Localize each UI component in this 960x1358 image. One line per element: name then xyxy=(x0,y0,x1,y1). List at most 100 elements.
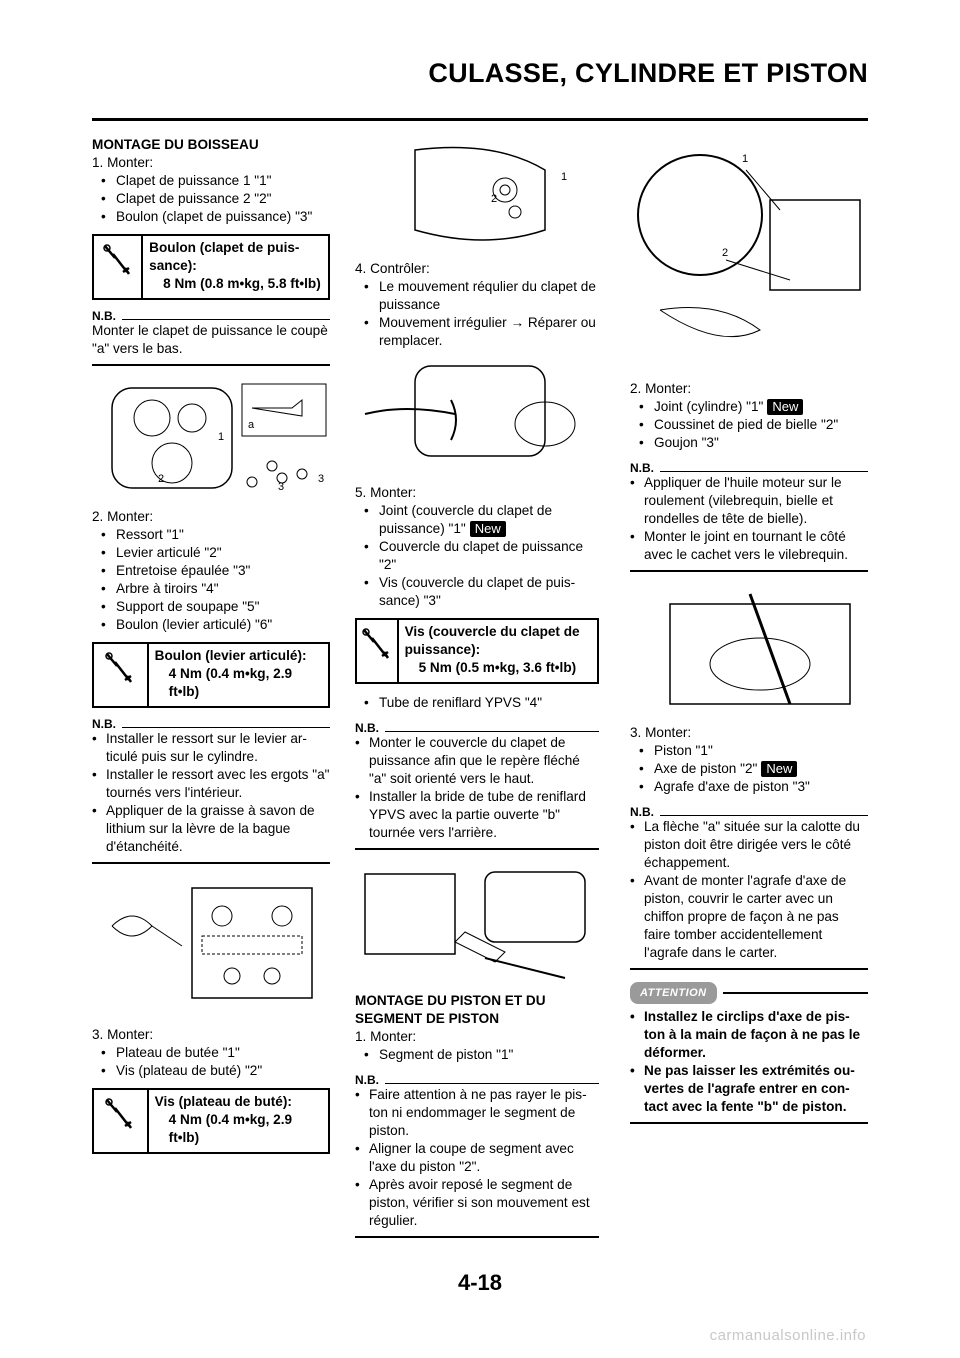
attention-header: ATTENTION xyxy=(630,982,868,1004)
figure-label: 3 xyxy=(278,481,284,493)
list-item: Après avoir reposé le segment de piston,… xyxy=(355,1176,599,1230)
nb-header: N.B. xyxy=(355,1074,599,1086)
figure-label: 2 xyxy=(722,247,728,259)
nb-label: N.B. xyxy=(92,309,116,323)
list-item: Entretoise épaulée "3" xyxy=(92,562,330,580)
nb-label: N.B. xyxy=(355,721,379,735)
list-item: Agrafe d'axe de piston "3" xyxy=(630,778,868,796)
nb-list: Installer le ressort sur le levier ar-ti… xyxy=(92,730,330,864)
list-item: Appliquer de la graisse à savon de lithi… xyxy=(92,802,330,856)
list-item: Goujon "3" xyxy=(630,434,868,452)
list-item: Ressort "1" xyxy=(92,526,330,544)
figure-label: a xyxy=(248,419,255,431)
list-item: Boulon (clapet de puissance) "3" xyxy=(92,208,330,226)
list-item: Appliquer de l'huile moteur sur le roule… xyxy=(630,474,868,528)
new-badge: New xyxy=(767,399,804,415)
list-item: Installer le ressort sur le levier ar-ti… xyxy=(92,730,330,766)
list-item: Couvercle du clapet de puissance "2" xyxy=(355,538,599,574)
wrench-icon xyxy=(357,620,399,682)
nb-label: N.B. xyxy=(355,1073,379,1087)
figure-label: 1 xyxy=(742,153,748,165)
nb-header: N.B. xyxy=(630,462,868,474)
nb-header: N.B. xyxy=(92,310,330,322)
step-4: 4. Contrôler: xyxy=(355,261,430,276)
list-item: Faire attention à ne pas rayer le pis-to… xyxy=(355,1086,599,1140)
attention-badge: ATTENTION xyxy=(630,982,717,1004)
list-item: Aligner la coupe de segment avec l'axe d… xyxy=(355,1140,599,1176)
list-item: Axe de piston "2"New xyxy=(630,760,868,778)
page-number: 4-18 xyxy=(457,1270,503,1295)
list-item: Tube de reniflard YPVS "4" xyxy=(355,694,599,712)
list-item: Installez le circlips d'axe de pis-ton à… xyxy=(630,1008,868,1062)
new-badge: New xyxy=(469,521,506,537)
figure-valve-check: 1 2 xyxy=(414,146,567,241)
torque-value: 5 Nm (0.5 m•kg, 3.6 ft•lb) xyxy=(418,660,577,675)
torque-name: Boulon (levier articulé): xyxy=(154,648,307,663)
page-header-title: CULASSE, CYLINDRE ET PISTON xyxy=(428,58,868,88)
torque-box: Vis (couvercle du clapet de puissance): … xyxy=(355,618,599,684)
figure-label: 1 xyxy=(561,171,567,183)
list-item: Piston "1" xyxy=(630,742,868,760)
list-item: Support de soupape "5" xyxy=(92,598,330,616)
section-title-boisseau: MONTAGE DU BOISSEAU xyxy=(92,137,259,152)
torque-box: Boulon (levier articulé): 4 Nm (0.4 m•kg… xyxy=(92,642,330,708)
list-item: Clapet de puissance 2 "2" xyxy=(92,190,330,208)
nb-list: Faire attention à ne pas rayer le pis-to… xyxy=(355,1086,599,1238)
list-item: Arbre à tiroirs "4" xyxy=(92,580,330,598)
step-3: 3. Monter: xyxy=(630,725,692,740)
wrench-icon xyxy=(94,236,144,298)
step-1: 1. Monter: xyxy=(355,1029,417,1044)
list-item: Coussinet de pied de bielle "2" xyxy=(630,416,868,434)
list-item: Vis (plateau de buté) "2" xyxy=(92,1062,330,1080)
column-left: MONTAGE DU BOISSEAU 1. Monter: Clapet de… xyxy=(92,136,330,1164)
figure-label: 2 xyxy=(491,193,497,205)
watermark: carmanualsonline.info xyxy=(709,1327,866,1344)
nb-text: Monter le clapet de puissance le coupè "… xyxy=(92,322,330,366)
nb-header: N.B. xyxy=(355,722,599,734)
torque-box: Boulon (clapet de puis-sance): 8 Nm (0.8… xyxy=(92,234,330,300)
nb-label: N.B. xyxy=(630,805,654,819)
step-5: 5. Monter: xyxy=(355,485,417,500)
step-1: 1. Monter: xyxy=(92,155,154,170)
header-rule xyxy=(92,118,868,121)
nb-list: Monter le couvercle du clapet de puissan… xyxy=(355,734,599,850)
nb-list: La flèche "a" située sur la calotte du p… xyxy=(630,818,868,970)
list-item-note: Mouvement irrégulier → Réparer ou rempla… xyxy=(355,314,599,350)
list-item: Ne pas laisser les extrémités ou-vertes … xyxy=(630,1062,868,1116)
list-item: Avant de monter l'agrafe d'axe de piston… xyxy=(630,872,868,962)
list-item: Monter le joint en tournant le côté avec… xyxy=(630,528,868,564)
list-item: Boulon (levier articulé) "6" xyxy=(92,616,330,634)
list-item: Plateau de butée "1" xyxy=(92,1044,330,1062)
figure-valve-movement xyxy=(364,365,576,457)
figure-valve-cover xyxy=(364,871,586,979)
figure-crankcase xyxy=(669,593,851,705)
figure-piston-ring: 1 2 xyxy=(637,153,861,338)
nb-label: N.B. xyxy=(630,461,654,475)
torque-name: Vis (plateau de buté): xyxy=(154,1094,292,1109)
new-badge: New xyxy=(761,761,798,777)
list-item: Levier articulé "2" xyxy=(92,544,330,562)
attention-list: Installez le circlips d'axe de pis-ton à… xyxy=(630,1004,868,1124)
list-item: Installer la bride de tube de reniflard … xyxy=(355,788,599,842)
torque-name: Boulon (clapet de puis-sance): xyxy=(149,240,300,273)
torque-value: 4 Nm (0.4 m•kg, 2.9 ft•lb) xyxy=(168,1112,293,1145)
torque-value: 8 Nm (0.8 m•kg, 5.8 ft•lb) xyxy=(163,276,321,291)
step-2: 2. Monter: xyxy=(92,509,154,524)
torque-box: Vis (plateau de buté): 4 Nm (0.4 m•kg, 2… xyxy=(92,1088,330,1154)
torque-name: Vis (couvercle du clapet de puissance): xyxy=(404,624,580,657)
figure-label: 1 xyxy=(218,431,224,443)
step-2: 2. Monter: xyxy=(630,381,692,396)
figure-power-valve: 1 2 3 3 a xyxy=(111,383,327,493)
list-item: Segment de piston "1" xyxy=(355,1046,599,1064)
list-item: Le mouvement réqulier du clapet de puiss… xyxy=(355,278,599,314)
nb-list: Appliquer de l'huile moteur sur le roule… xyxy=(630,474,868,572)
list-item: Vis (couvercle du clapet de puis-sance) … xyxy=(355,574,599,610)
nb-header: N.B. xyxy=(630,806,868,818)
list-item: Joint (couvercle du clapet de puissance)… xyxy=(355,502,599,538)
column-right: 1 2 2. Monter: Joint (cylindre) "1"New C… xyxy=(630,136,868,1136)
list-item: Installer le ressort avec les ergots "a"… xyxy=(92,766,330,802)
column-middle: 1 2 4. Contrôler: Le mouvement réqulier … xyxy=(355,136,599,1250)
nb-header: N.B. xyxy=(92,718,330,730)
figure-label: 3 xyxy=(318,473,324,485)
wrench-icon xyxy=(94,644,149,706)
